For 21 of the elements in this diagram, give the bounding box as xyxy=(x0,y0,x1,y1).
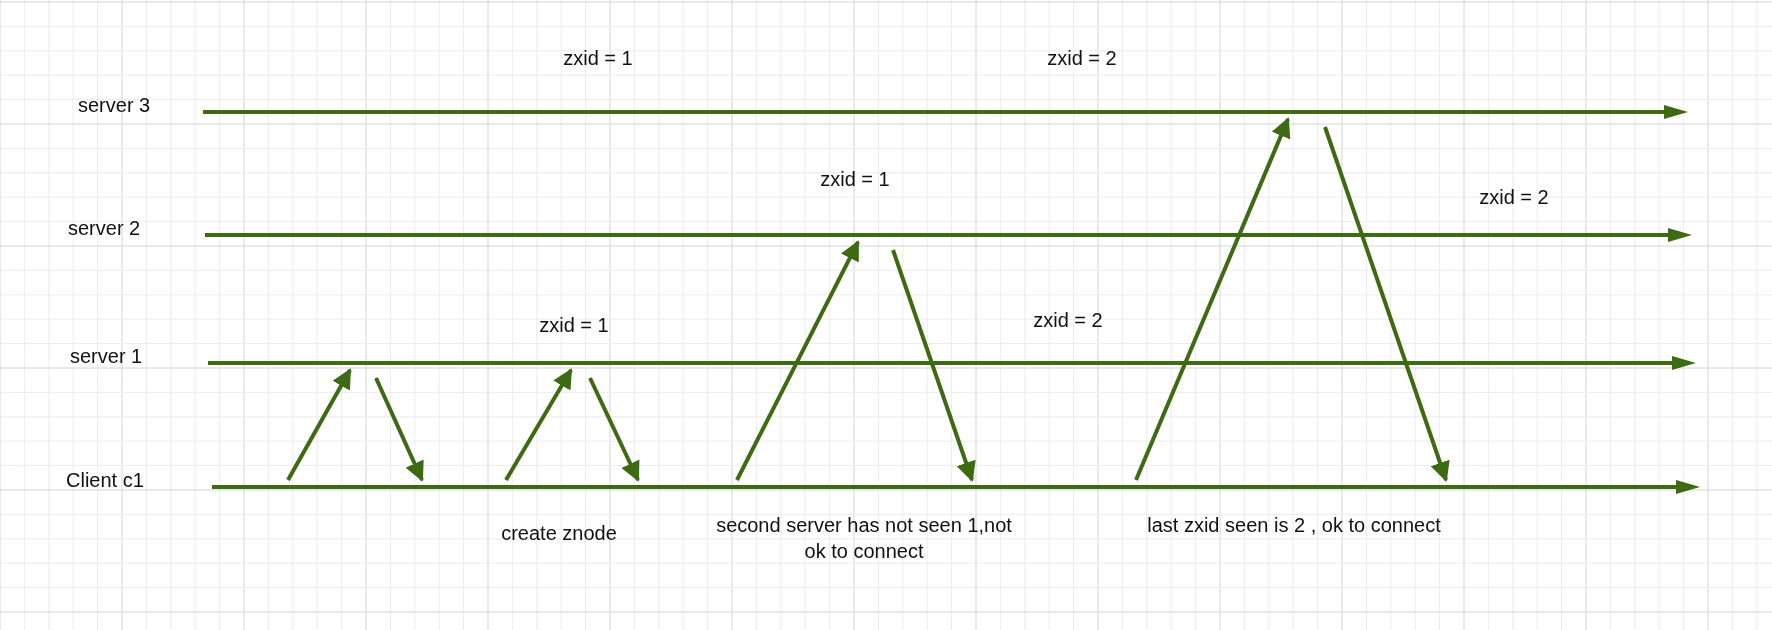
arrow xyxy=(374,377,424,482)
lifeline-label: server 1 xyxy=(70,344,143,368)
arrow xyxy=(891,249,976,482)
zxid-label: zxid = 2 xyxy=(1046,46,1118,71)
lifeline-label: server 3 xyxy=(78,93,151,117)
arrow xyxy=(1134,117,1291,481)
zxid-label: zxid = 1 xyxy=(538,313,610,338)
annotation-text: create znode xyxy=(500,521,618,546)
arrow xyxy=(286,368,352,481)
zxid-label: zxid = 1 xyxy=(562,46,634,71)
arrow xyxy=(735,240,860,481)
lifeline-label: Client c1 xyxy=(66,468,144,492)
arrow xyxy=(1323,126,1450,482)
zxid-label: zxid = 2 xyxy=(1032,308,1104,333)
zxid-label: zxid = 1 xyxy=(819,167,891,192)
annotation-text: last zxid seen is 2 , ok to connect xyxy=(1146,513,1442,538)
zxid-label: zxid = 2 xyxy=(1478,185,1550,210)
arrow xyxy=(588,377,640,482)
lifeline-label: server 2 xyxy=(68,216,141,240)
annotation-text: second server has not seen 1,not ok to connect xyxy=(715,513,1013,564)
arrow xyxy=(504,368,573,481)
